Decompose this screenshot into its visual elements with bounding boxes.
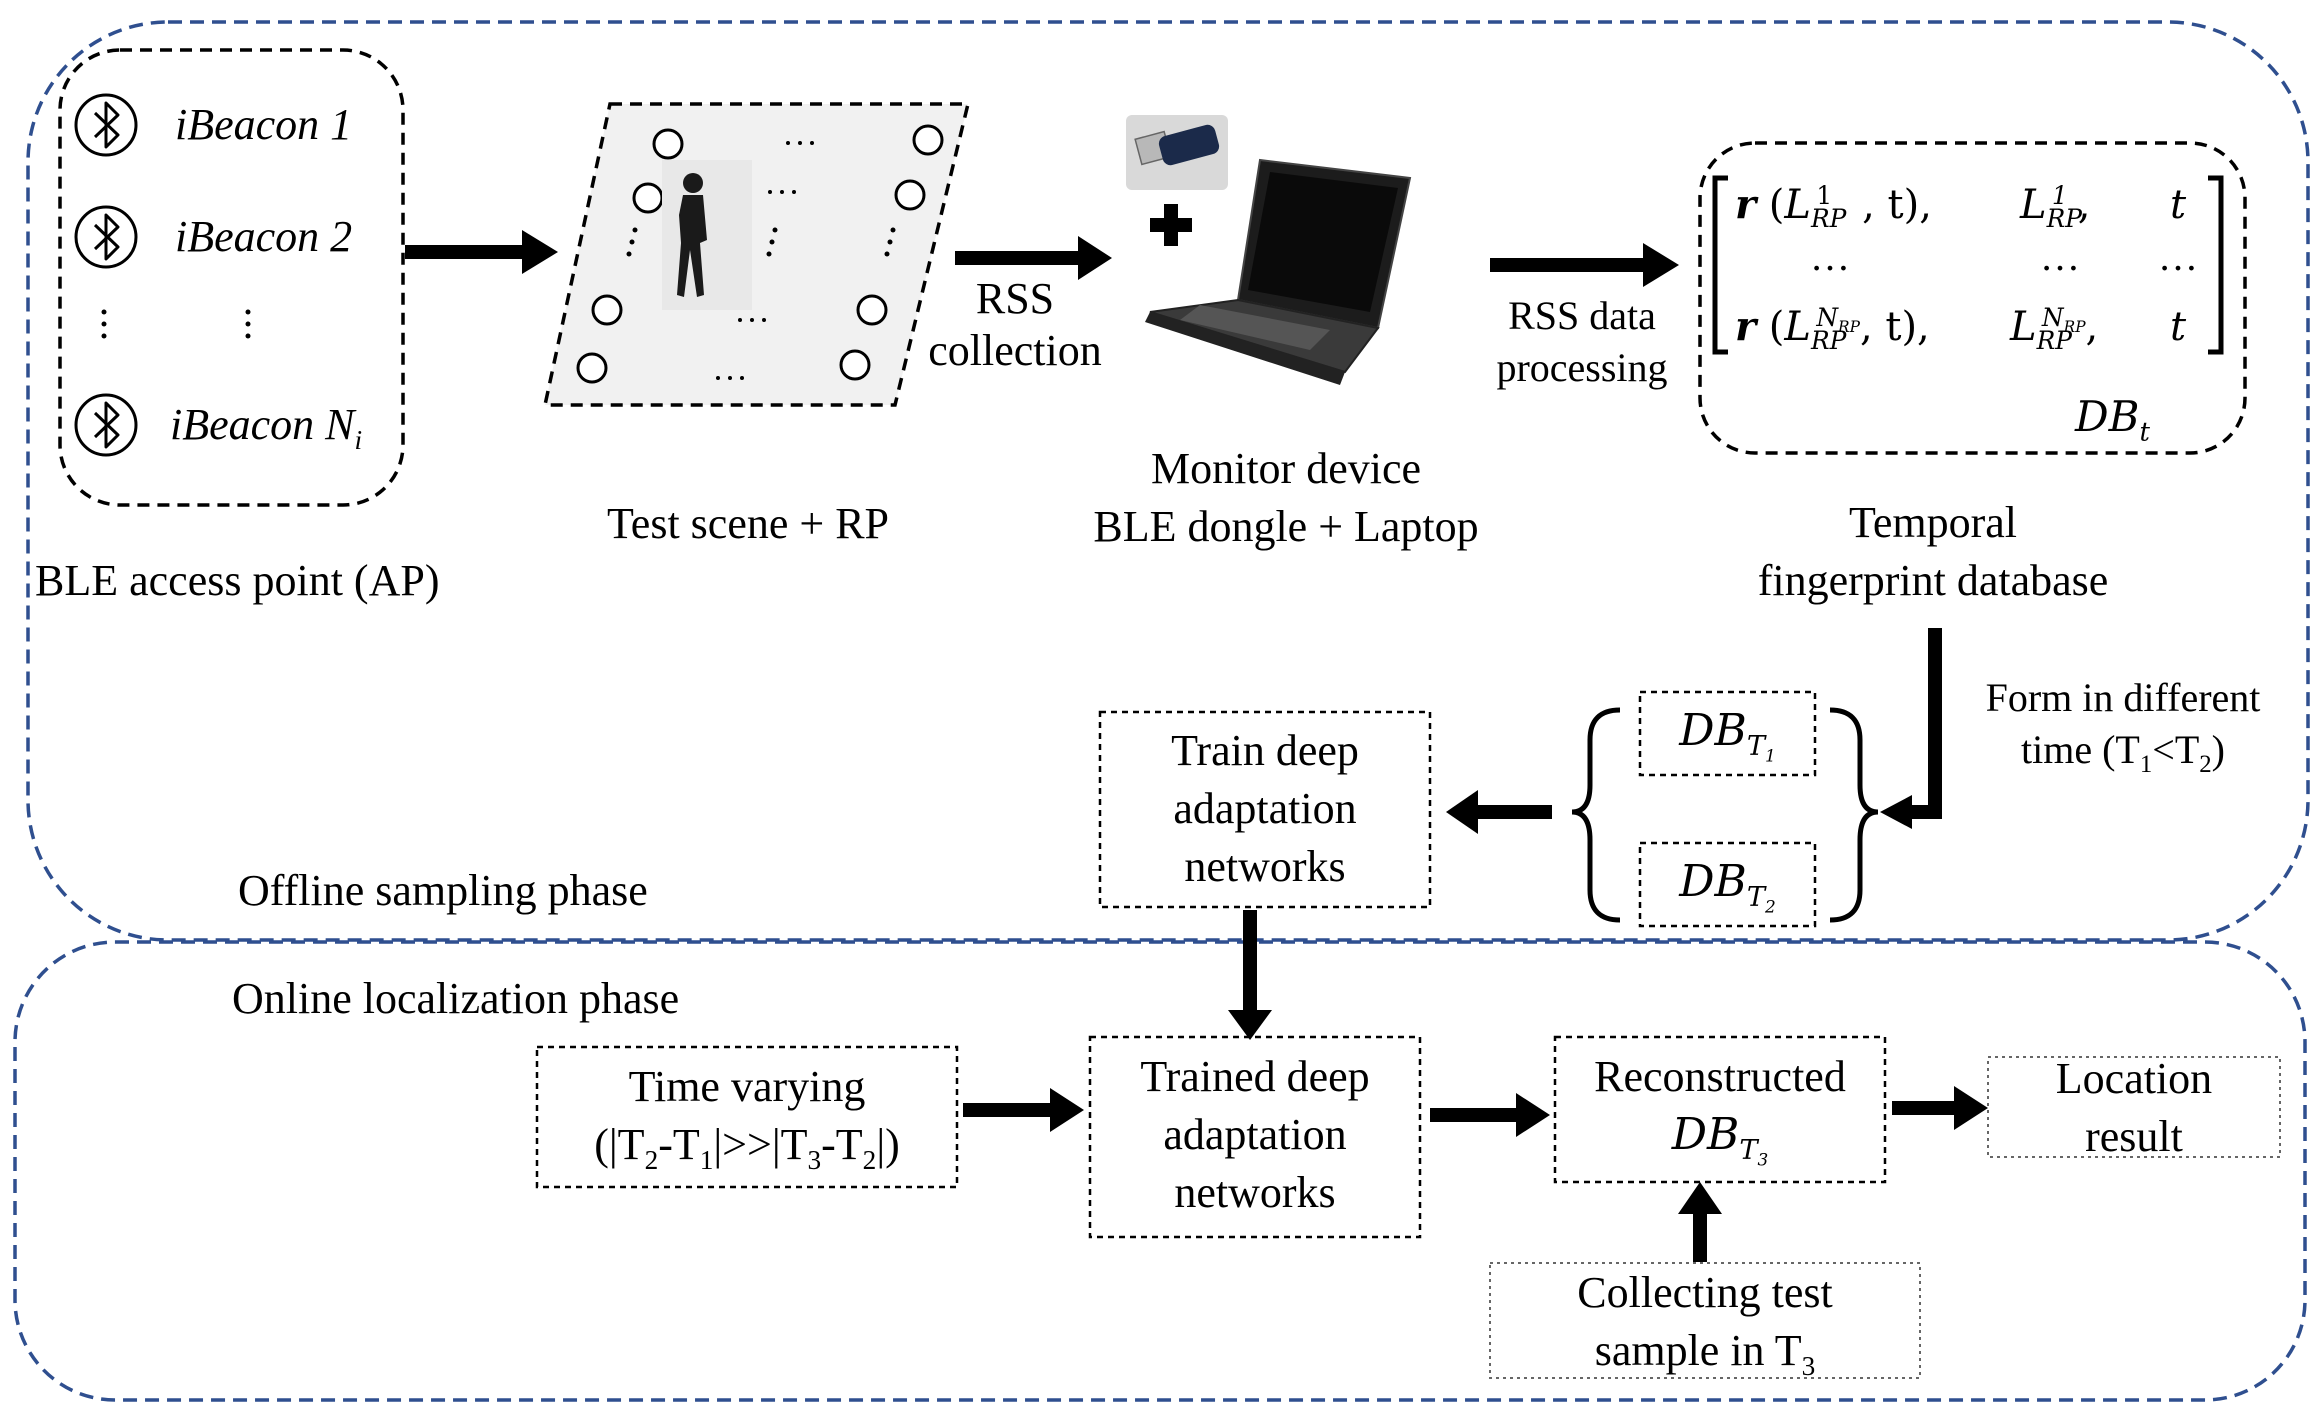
usb-dongle-icon [1126,115,1228,190]
bluetooth-icon [74,393,138,457]
reconstructed-label: Reconstructed DBT3 [1594,1052,1846,1170]
beacon-label-n: iBeacon Ni [170,400,363,455]
matrix-row2-dots-2: … [2040,234,2080,279]
collecting-label: Collecting test sample in T3 [1577,1268,1833,1381]
offline-phase-label: Offline sampling phase [238,866,648,915]
db-t1-box [1638,690,1817,777]
trained-box [1088,1035,1422,1239]
right-brace [1829,707,1879,923]
matrix-row2-dots-1: … [1810,234,1850,279]
matrix-row1-col3: t [2170,182,2187,228]
beacon-label-1: iBeacon 1 [175,100,353,149]
scene-caption: Test scene + RP [606,499,890,548]
form-label: Form in different time (T1<T2) [1985,675,2261,778]
bluetooth-icon [74,205,138,269]
db-t1-label: DBT1 [1679,705,1776,766]
rp-ellipsis [626,141,896,380]
train-box [1098,710,1432,909]
time-varying-label: Time varying (|T2-T1|>>|T3-T2|) [594,1062,900,1175]
laptop-icon [1145,158,1412,385]
plus-icon [1150,204,1192,246]
bluetooth-icon [74,93,138,157]
online-phase-region [13,940,2307,1402]
ap-vertical-ellipsis [101,309,251,339]
matrix-row1-col1: r (LRP1, t), [1735,180,1932,233]
ap-box [58,48,405,507]
reconstructed-box [1553,1035,1887,1184]
left-brace [1571,707,1621,923]
database-box [1698,141,2247,455]
rp-markers [576,124,944,384]
online-phase-label: Online localization phase [232,974,680,1023]
matrix-row1-col2: LRP1, [2020,180,2091,233]
test-scene-area [542,102,971,407]
ap-caption: BLE access point (AP) [35,556,440,605]
offline-phase-region [26,20,2310,942]
matrix-row3-col3: t [2170,304,2187,350]
db-t-label: DBt [2075,392,2151,448]
arrow-database-to-snapshots [1905,628,1942,819]
time-varying-box [535,1045,959,1189]
matrix-row2-dots-3: … [2158,234,2198,279]
db-t2-label: DBT2 [1679,856,1776,917]
beacon-label-2: iBeacon 2 [175,212,353,261]
db-t2-box [1638,841,1817,928]
matrix-row3-col2: LRPNRP, [2010,302,2099,355]
matrix-row3-col1: r (LRPNRP, t), [1735,302,1930,355]
person-icon [662,160,752,310]
